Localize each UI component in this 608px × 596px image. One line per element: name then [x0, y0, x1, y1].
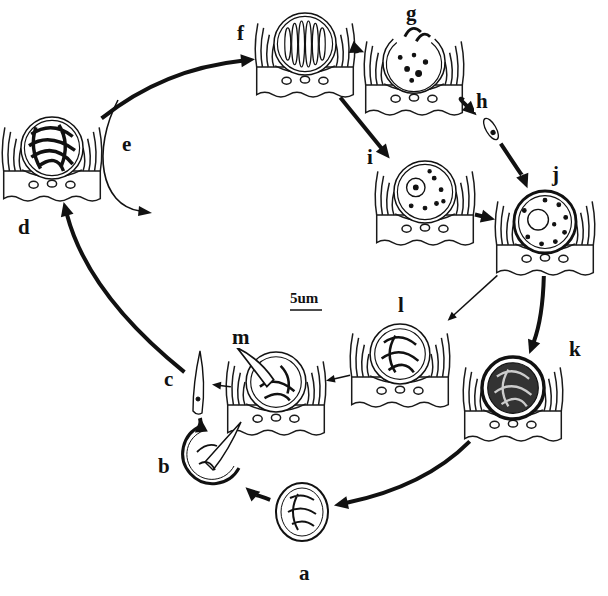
arrow-line	[220, 386, 230, 387]
arrow-head	[480, 210, 495, 223]
lifecycle-arrow	[448, 275, 498, 320]
arrow-head	[245, 487, 260, 501]
arrow-head	[334, 496, 349, 509]
stage-letter: g	[404, 2, 419, 24]
meront-figure	[364, 28, 464, 114]
lifecycle-arrow	[212, 382, 230, 390]
lifecycle-arrow	[475, 210, 495, 223]
scale-label: 5um	[288, 288, 320, 308]
arrow-line	[461, 99, 468, 107]
arrow-head	[326, 375, 336, 382]
lifecycle-arrow	[245, 487, 270, 501]
arrow-head	[61, 202, 74, 217]
stage-letter: m	[230, 326, 252, 348]
sporozoite-figure	[193, 351, 204, 414]
stage-letter: c	[162, 368, 175, 390]
stage-letter: f	[235, 22, 246, 44]
lifecycle-arrow	[326, 375, 350, 382]
stage-letter: h	[474, 90, 490, 112]
oocyst-figure	[276, 483, 328, 541]
stage-letter: b	[156, 455, 172, 477]
oocyst-figure	[350, 324, 450, 407]
stage-figure: l	[352, 322, 448, 406]
lifecycle-arrow	[102, 54, 255, 118]
arrow-line	[454, 275, 498, 315]
stage-figure: m	[228, 350, 324, 434]
stage-figure: k	[465, 356, 561, 440]
arrow-head	[516, 173, 528, 188]
stage-letter: j	[550, 163, 561, 185]
arrow-line	[67, 215, 184, 373]
arrow-head	[195, 418, 208, 432]
stage-figure: c	[186, 350, 210, 416]
excystation-figure	[183, 422, 241, 484]
lifecycle-arrow	[195, 418, 208, 432]
stage-figure: i	[377, 160, 473, 244]
lifecycle-arrow	[501, 144, 529, 188]
stage-figure: a	[272, 480, 332, 544]
arrow-head	[212, 382, 221, 390]
merozoite-figure	[481, 116, 502, 142]
lifecycle-arrow	[334, 441, 470, 509]
meront-figure	[2, 117, 102, 201]
stage-figure: g	[366, 30, 462, 114]
autoinfection-arrow	[103, 100, 152, 216]
arrow-head	[240, 54, 255, 67]
stage-figure: h	[478, 116, 504, 142]
stage-letter: a	[297, 562, 312, 584]
arrow-line	[334, 375, 350, 379]
stage-figure: d	[4, 116, 100, 200]
arrow-line	[347, 441, 470, 502]
arrow-head	[448, 312, 457, 321]
arrow-line	[534, 276, 544, 342]
stage-figure: j	[497, 190, 593, 274]
stage-letter: l	[396, 294, 406, 316]
arrow-head	[349, 41, 364, 53]
pathway-letter: e	[120, 134, 133, 154]
arrow-head	[528, 339, 540, 354]
meront-figure	[255, 13, 355, 97]
stage-figure: f	[257, 12, 353, 96]
zygote-figure	[495, 191, 595, 275]
lifecycle-arrow	[349, 41, 364, 53]
arrow-line	[340, 98, 381, 149]
lifecycle-arrow	[528, 276, 544, 354]
oocyst-figure	[463, 357, 563, 441]
stage-figure: b	[178, 420, 244, 492]
arrow-line	[102, 61, 243, 119]
stage-letter: k	[567, 338, 583, 360]
lifecycle-arrow	[61, 202, 185, 372]
stage-letter: d	[16, 216, 32, 238]
gamont-figure	[375, 161, 475, 245]
arrow-line	[501, 144, 523, 176]
oocyst-figure	[226, 348, 326, 435]
scale-bar	[290, 309, 322, 311]
arrow-head	[376, 143, 390, 158]
stage-letter: i	[365, 146, 375, 168]
